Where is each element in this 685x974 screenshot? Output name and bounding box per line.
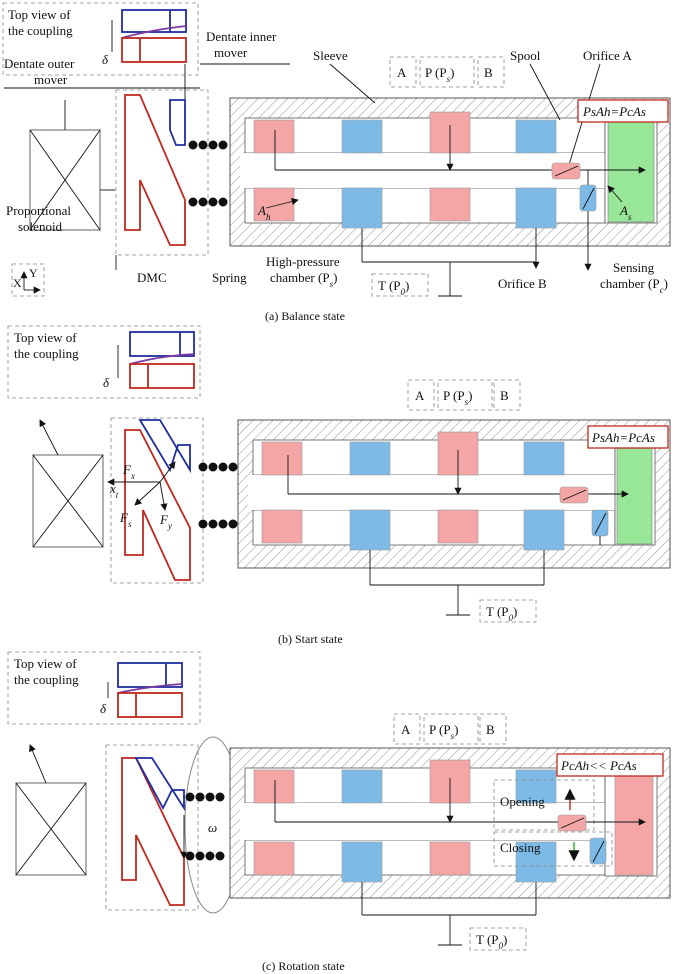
top-view-c-1: Top view of xyxy=(14,656,77,671)
dentate-outer-c xyxy=(121,757,185,906)
dmc-box xyxy=(115,89,209,256)
top-view-box xyxy=(2,2,199,76)
port-b: B xyxy=(484,65,493,80)
port-a: A xyxy=(397,65,407,80)
tank-a: T (P0) xyxy=(378,278,409,297)
top-view-label-2: the coupling xyxy=(8,23,73,38)
tank-box-a xyxy=(371,273,429,297)
spring-b-bottom xyxy=(198,519,238,529)
fy-label: Fy xyxy=(159,512,172,531)
equation-b: PsAh=PcAs xyxy=(591,430,655,445)
fx-label: Fx xyxy=(122,462,135,481)
spring-label: Spring xyxy=(212,270,247,285)
coupling-inner-top xyxy=(121,9,187,33)
orifice-a-label: Orifice A xyxy=(583,48,632,63)
axis-y: Y xyxy=(29,266,38,280)
as-label: As xyxy=(619,203,632,222)
dentate-inner-b xyxy=(138,419,191,474)
dentate-outer-label-1: Dentate outer xyxy=(4,56,75,71)
closing-label: Closing xyxy=(500,840,541,855)
top-view-box-c xyxy=(7,651,201,725)
dmc-label: DMC xyxy=(137,270,167,285)
equation-box-c xyxy=(556,753,664,777)
prop-solenoid-label-2: solenoid xyxy=(18,219,63,234)
sensing-label-2: chamber (Pc) xyxy=(600,276,668,295)
equation-box-a xyxy=(577,99,669,123)
sensing-chamber xyxy=(607,119,655,223)
hp-chamber-label-1: High-pressure xyxy=(266,254,340,269)
panel-c: Top view of the coupling δ ω xyxy=(7,651,671,973)
omega-label: ω xyxy=(208,820,217,835)
caption-a: (a) Balance state xyxy=(265,309,345,323)
dmc-box-c xyxy=(105,744,199,911)
caption-b: (b) Start state xyxy=(278,632,343,646)
top-view-b-1: Top view of xyxy=(14,330,77,345)
panel-a: Top view of the coupling δ Dentate inner… xyxy=(2,2,671,323)
equation-c: PcAh<< PcAs xyxy=(560,758,637,773)
top-view-label-1: Top view of xyxy=(8,7,71,22)
tank-b: T (P0) xyxy=(486,604,517,623)
prop-solenoid-label-1: Proportional xyxy=(6,203,71,218)
spring-b-top xyxy=(198,462,238,472)
hp-chamber-label-2: chamber (Ps) xyxy=(270,270,337,289)
port-p-b: P (Ps) xyxy=(443,388,472,407)
coupling-outer-top xyxy=(121,37,187,63)
fs-label: Fs xyxy=(119,510,132,529)
spring-top xyxy=(188,140,228,150)
spring-c-bottom xyxy=(185,851,225,861)
sensing-b xyxy=(616,447,653,545)
port-p-c: P (Ps) xyxy=(429,722,458,741)
dentate-outer-label-2: mover xyxy=(34,72,68,87)
dentate-inner-mover xyxy=(169,99,186,146)
delta-symbol: δ xyxy=(102,52,109,67)
panel-b: Top view of the coupling δ Fx xt Fs Fy xyxy=(7,325,671,646)
dentate-inner-c xyxy=(134,757,185,812)
spool-label: Spool xyxy=(510,48,541,63)
lp-land-2 xyxy=(515,119,557,154)
opening-box xyxy=(493,779,595,831)
top-view-c-2: the coupling xyxy=(14,672,79,687)
caption-c: (c) Rotation state xyxy=(262,959,345,973)
dentate-inner-label-2: mover xyxy=(214,45,248,60)
dentate-outer-mover xyxy=(124,94,186,246)
lp-tank-1 xyxy=(341,187,383,229)
delta-c: δ xyxy=(100,701,107,716)
port-a-c: A xyxy=(401,722,411,737)
delta-b: δ xyxy=(103,375,110,390)
port-a-b: A xyxy=(415,388,425,403)
equation-box-b xyxy=(587,425,669,449)
dmc-box-b xyxy=(110,417,204,584)
spring-bottom xyxy=(188,197,228,207)
port-p: P (Ps) xyxy=(425,65,454,84)
sensing-label-1: Sensing xyxy=(613,260,655,275)
port-b-c: B xyxy=(486,722,495,737)
dentate-outer-b xyxy=(124,429,191,581)
dentate-inner-label-1: Dentate inner xyxy=(206,29,277,44)
lp-tank-2 xyxy=(515,187,557,229)
port-b-b: B xyxy=(500,388,509,403)
hp-land-1 xyxy=(253,119,295,154)
top-view-box-b xyxy=(7,325,201,399)
orifice-b-label: Orifice B xyxy=(498,276,547,291)
hp-land-3 xyxy=(429,187,471,222)
top-view-b-2: the coupling xyxy=(14,346,79,361)
sleeve-label: Sleeve xyxy=(313,48,348,63)
hp-land-2 xyxy=(253,187,295,222)
xt-label: xt xyxy=(109,481,119,500)
tank-c: T (P0) xyxy=(476,932,507,951)
opening-label: Opening xyxy=(500,794,545,809)
axis-x: X xyxy=(13,276,22,290)
closing-box xyxy=(493,831,613,867)
equation-a: PsAh=PcAs xyxy=(582,104,646,119)
lp-land-1 xyxy=(341,119,383,154)
spring-c-top xyxy=(185,792,225,802)
ah-label: Ah xyxy=(257,203,271,222)
sensing-c xyxy=(614,774,654,876)
axes-box xyxy=(11,263,45,297)
